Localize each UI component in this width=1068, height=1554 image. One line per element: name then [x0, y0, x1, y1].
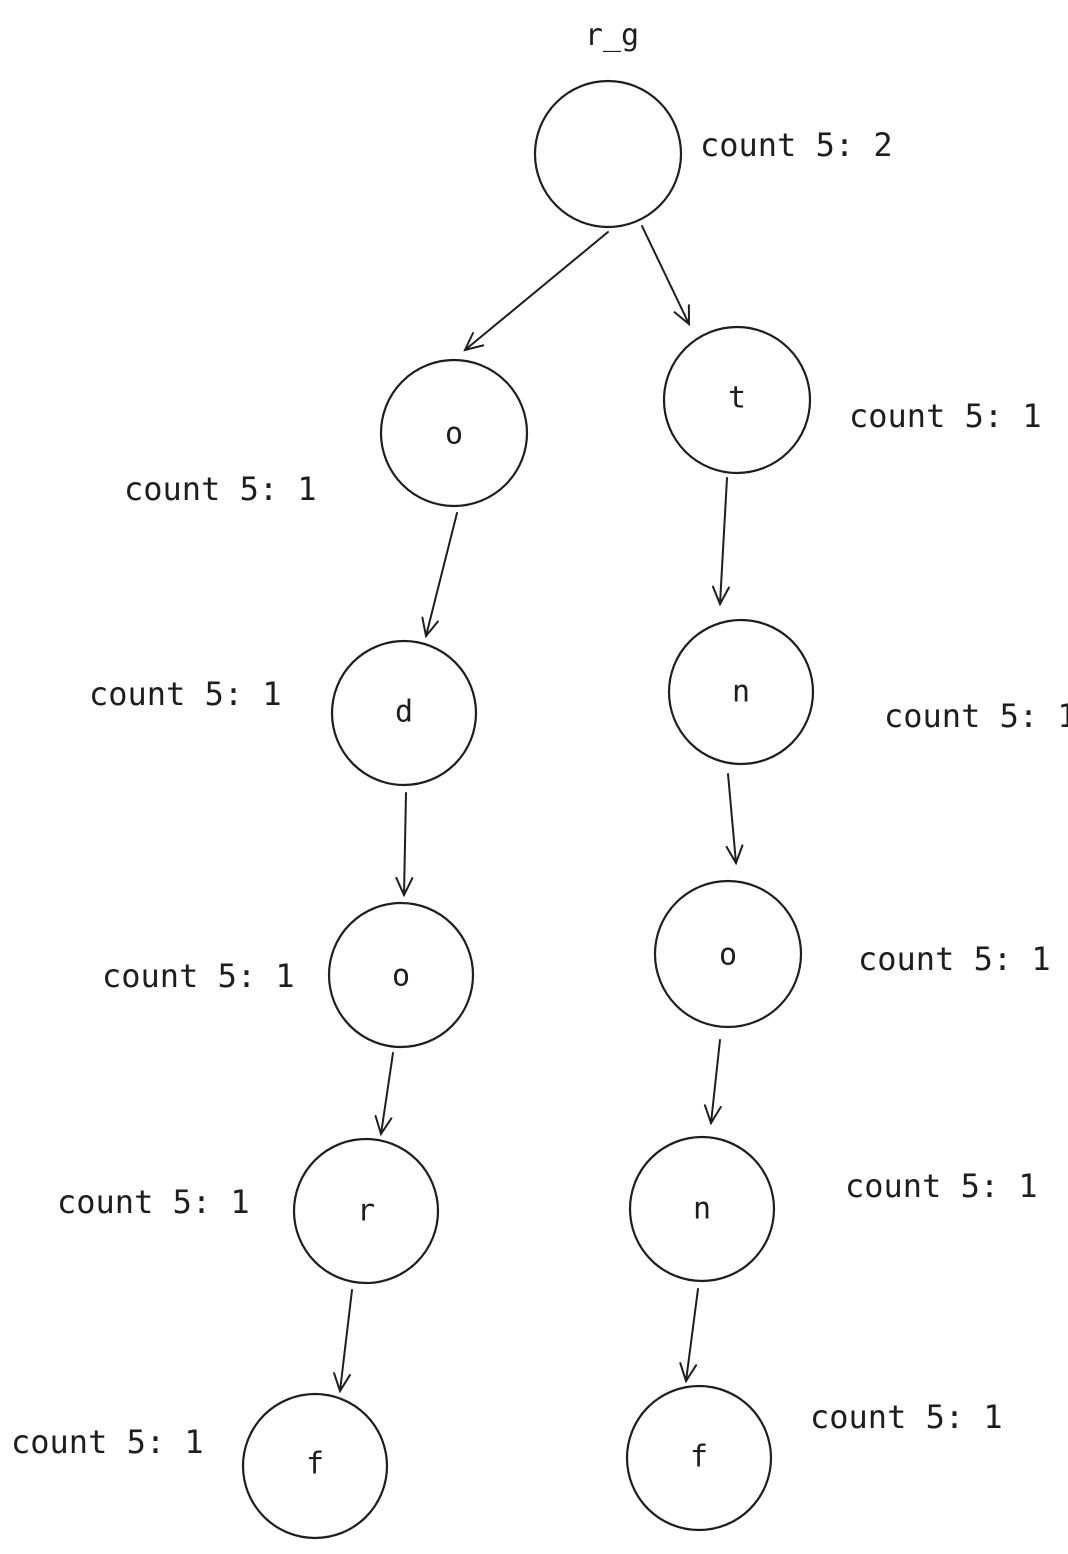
node-n1: n: [667, 618, 815, 766]
count-label-n2: count 5: 1: [845, 1167, 1038, 1205]
node-t1-circle: [662, 325, 812, 475]
edge-o1-d1: [426, 512, 458, 636]
node-f1-circle: [241, 1392, 389, 1540]
node-o3: o: [653, 879, 803, 1029]
node-f2-circle: [625, 1384, 773, 1532]
node-d1: d: [330, 639, 478, 787]
count-label-f2: count 5: 1: [810, 1398, 1003, 1436]
edge-t1-n1: [720, 477, 727, 604]
count-label-n1: count 5: 1: [884, 697, 1068, 735]
node-f2: f: [625, 1384, 773, 1532]
node-r1: r: [292, 1137, 440, 1285]
nodes-layer: o t d n o o r n: [241, 79, 815, 1540]
node-n1-letter: n: [732, 675, 750, 710]
count-label-root: count 5: 2: [700, 126, 893, 164]
edge-o2-r1: [381, 1052, 394, 1134]
node-r1-circle: [292, 1137, 440, 1285]
node-r1-letter: r: [357, 1194, 375, 1229]
edge-n1-o3: [728, 773, 736, 863]
count-label-f1: count 5: 1: [11, 1423, 204, 1461]
node-o1-letter: o: [445, 417, 463, 452]
count-label-o2: count 5: 1: [102, 957, 295, 995]
node-o1-circle: [379, 358, 529, 508]
node-t1: t: [662, 325, 812, 475]
node-d1-letter: d: [395, 695, 413, 730]
node-f2-letter: f: [690, 1440, 708, 1475]
count-label-r1: count 5: 1: [57, 1183, 250, 1221]
count-label-d1: count 5: 1: [89, 675, 282, 713]
node-n2-circle: [628, 1135, 776, 1283]
edges-layer: [340, 225, 736, 1391]
node-d1-circle: [330, 639, 478, 787]
node-root-circle: [533, 79, 683, 229]
node-n2: n: [628, 1135, 776, 1283]
node-o1: o: [379, 358, 529, 508]
node-n2-letter: n: [693, 1192, 711, 1227]
node-root: [533, 79, 683, 229]
node-o3-letter: o: [719, 938, 737, 973]
node-o2-circle: [327, 901, 475, 1049]
edge-d1-o2: [404, 792, 406, 895]
edge-root-o1: [465, 231, 609, 350]
node-o2-letter: o: [392, 959, 410, 994]
edge-n2-f2: [686, 1288, 699, 1381]
node-o2: o: [327, 901, 475, 1049]
edge-o3-n2: [711, 1039, 720, 1123]
count-label-o3: count 5: 1: [858, 940, 1051, 978]
node-t1-letter: t: [728, 381, 746, 416]
count-label-t1: count 5: 1: [849, 397, 1042, 435]
node-n1-circle: [667, 618, 815, 766]
node-o3-circle: [653, 879, 803, 1029]
node-f1-letter: f: [306, 1447, 324, 1482]
root-title: r_g: [585, 18, 639, 53]
edge-root-t1: [641, 225, 689, 324]
count-label-o1: count 5: 1: [124, 470, 317, 508]
node-f1: f: [241, 1392, 389, 1540]
count-labels: count 5: 2 count 5: 1 count 5: 1 count 5…: [11, 126, 1068, 1461]
edge-r1-f1: [340, 1289, 353, 1391]
